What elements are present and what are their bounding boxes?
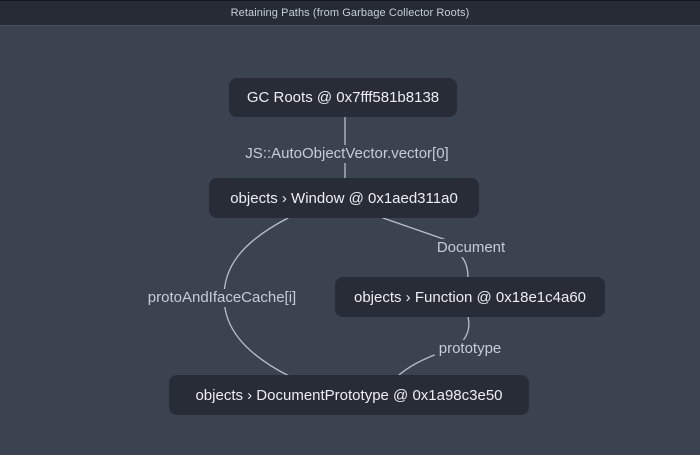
- graph-node-gc-roots[interactable]: GC Roots @ 0x7fff581b8138: [229, 78, 457, 117]
- graph-node-window[interactable]: objects › Window @ 0x1aed311a0: [209, 178, 479, 218]
- edge-label-gc-roots-to-window: JS::AutoObjectVector.vector[0]: [241, 145, 453, 163]
- panel-title: Retaining Paths (from Garbage Collector …: [230, 7, 470, 19]
- edge-label-window-to-function: Document: [432, 239, 510, 257]
- edge-label-window-to-document-prototype: protoAndIfaceCache[i]: [143, 289, 301, 307]
- edge-label-function-to-document-prototype: prototype: [434, 340, 506, 358]
- panel-titlebar: Retaining Paths (from Garbage Collector …: [0, 0, 700, 26]
- graph-node-document-prototype[interactable]: objects › DocumentPrototype @ 0x1a98c3e5…: [169, 375, 529, 415]
- graph-node-function[interactable]: objects › Function @ 0x18e1c4a60: [335, 277, 605, 317]
